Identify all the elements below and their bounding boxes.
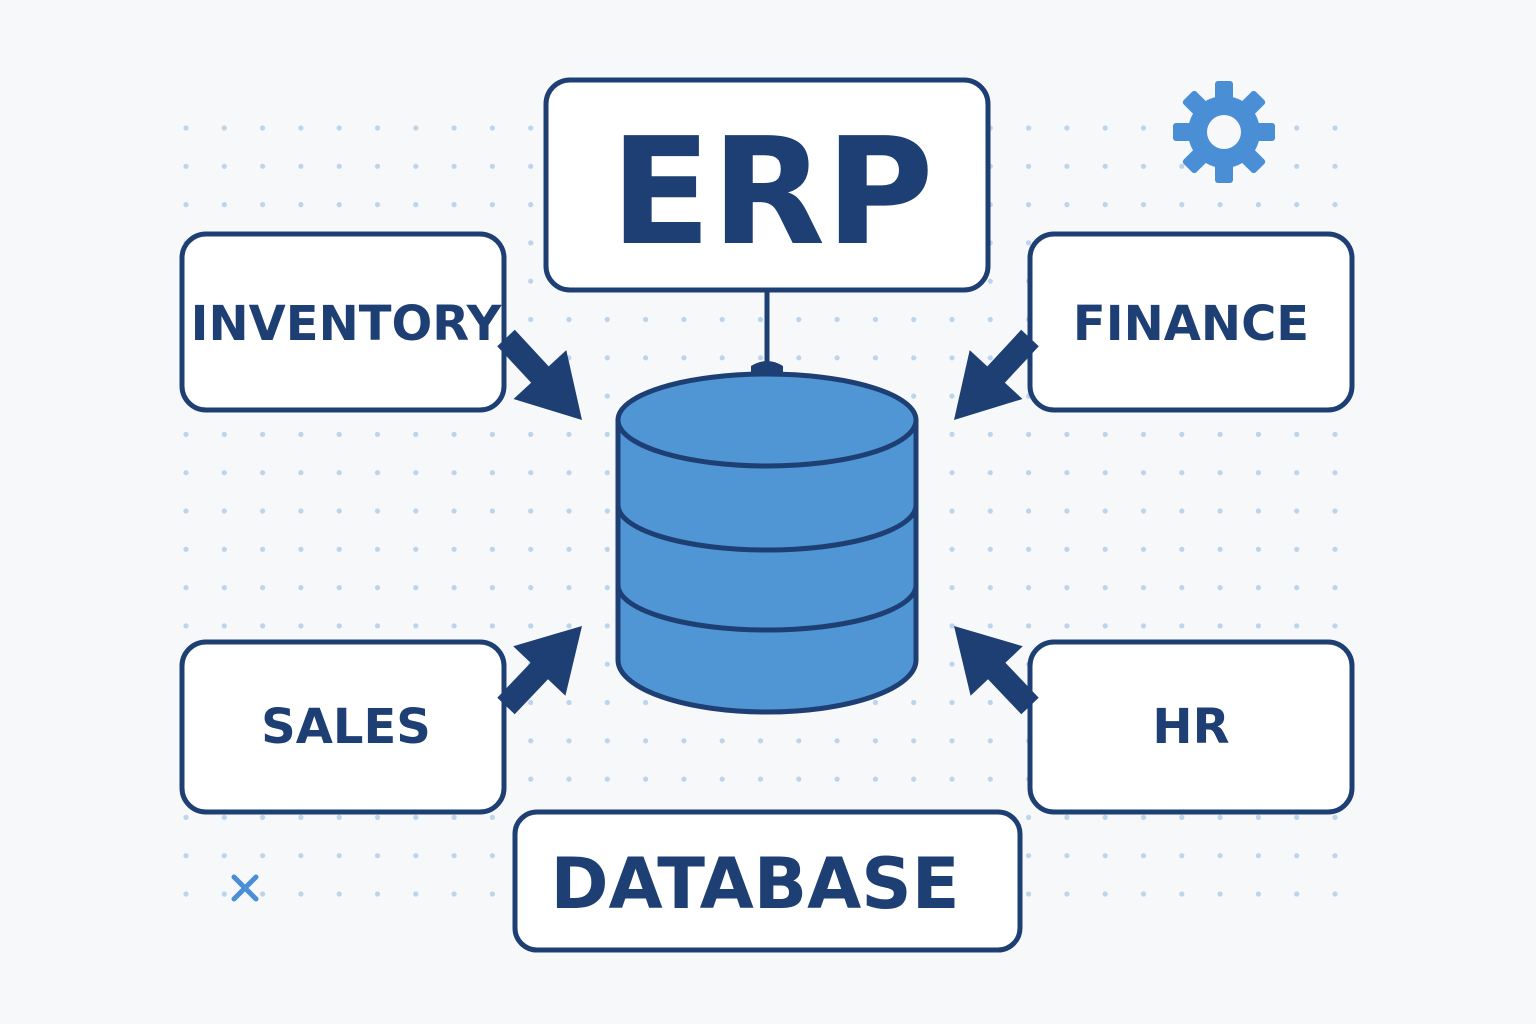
module-arrows	[497, 329, 1039, 715]
erp-title-box: ERP	[543, 77, 991, 293]
erp-to-database-connector	[751, 290, 783, 376]
finance-label: FINANCE	[1073, 296, 1309, 352]
hr-label: HR	[1152, 699, 1229, 755]
hr-arrow	[954, 626, 1039, 715]
sales-module-box: SALES	[179, 639, 507, 815]
inventory-label: INVENTORY	[191, 296, 503, 352]
inventory-module-box: INVENTORY	[179, 231, 507, 413]
finance-module-box: FINANCE	[1027, 231, 1355, 413]
database-cylinder-icon	[615, 371, 919, 715]
finance-arrow	[954, 329, 1039, 420]
inventory-arrow	[497, 329, 582, 420]
erp-title: ERP	[610, 106, 934, 278]
sales-arrow	[497, 626, 582, 715]
sales-label: SALES	[261, 699, 431, 755]
database-label: DATABASE	[550, 843, 959, 925]
gear-icon	[1173, 81, 1275, 183]
database-label-box: DATABASE	[512, 809, 1023, 953]
hr-module-box: HR	[1027, 639, 1355, 815]
close-icon	[231, 874, 259, 902]
